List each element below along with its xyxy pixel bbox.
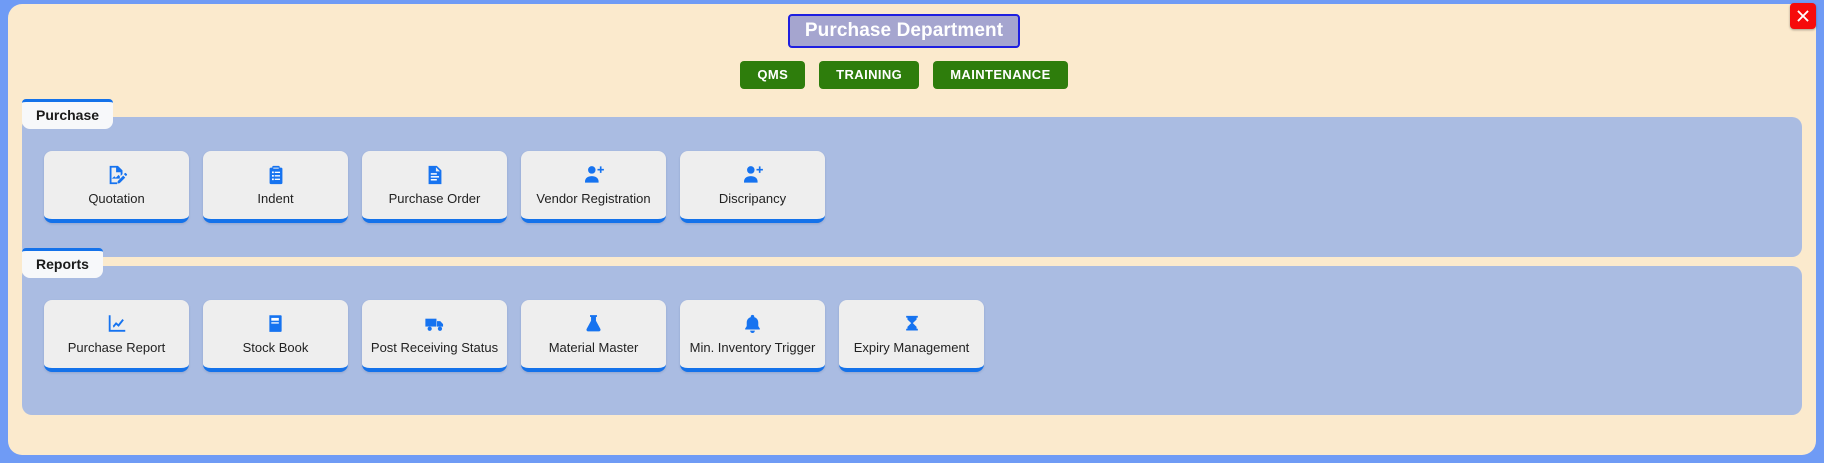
- close-button[interactable]: [1790, 3, 1816, 29]
- user-add-icon: [742, 164, 764, 186]
- hourglass-icon: [901, 313, 923, 335]
- document-text-icon: [424, 164, 446, 186]
- document-edit-icon: [106, 164, 128, 186]
- nav-button-maintenance[interactable]: MAINTENANCE: [933, 61, 1068, 90]
- book-icon: [265, 313, 287, 335]
- tile-label: Min. Inventory Trigger: [689, 339, 816, 355]
- tile-post-receiving-status[interactable]: Post Receiving Status: [362, 300, 507, 372]
- tile-discripancy[interactable]: Discripancy: [680, 151, 825, 223]
- nav-button-group: QMS TRAINING MAINTENANCE: [0, 61, 1808, 90]
- bell-icon: [742, 313, 764, 335]
- tile-row-purchase: Quotation Indent Purchase Order Vendor Regi…: [44, 151, 825, 223]
- chart-line-icon: [106, 313, 128, 335]
- tile-label: Indent: [257, 190, 294, 206]
- nav-button-training[interactable]: TRAINING: [819, 61, 920, 90]
- tile-purchase-order[interactable]: Purchase Order: [362, 151, 507, 223]
- nav-button-qms[interactable]: QMS: [740, 61, 806, 90]
- tile-label: Material Master: [548, 339, 639, 355]
- section-purchase: Purchase Quotation Indent Purchase Order Ve…: [22, 99, 1802, 257]
- flask-icon: [583, 313, 605, 335]
- tile-label: Purchase Order: [388, 190, 481, 206]
- clipboard-list-icon: [265, 164, 287, 186]
- tile-label: Discripancy: [718, 190, 787, 206]
- tile-expiry-management[interactable]: Expiry Management: [839, 300, 984, 372]
- tile-label: Quotation: [88, 190, 145, 206]
- section-tab-purchase[interactable]: Purchase: [22, 99, 114, 129]
- tile-vendor-registration[interactable]: Vendor Registration: [521, 151, 666, 223]
- section-tab-reports[interactable]: Reports: [22, 248, 103, 278]
- user-add-icon: [583, 164, 605, 186]
- tile-label: Post Receiving Status: [370, 339, 499, 355]
- tile-indent[interactable]: Indent: [203, 151, 348, 223]
- tile-quotation[interactable]: Quotation: [44, 151, 189, 223]
- tile-purchase-report[interactable]: Purchase Report: [44, 300, 189, 372]
- tile-min-inventory-trigger[interactable]: Min. Inventory Trigger: [680, 300, 825, 372]
- page-title: Purchase Department: [787, 14, 1021, 48]
- tile-material-master[interactable]: Material Master: [521, 300, 666, 372]
- truck-icon: [424, 313, 446, 335]
- tile-label: Expiry Management: [853, 339, 970, 355]
- tile-stock-book[interactable]: Stock Book: [203, 300, 348, 372]
- header: Purchase Department QMS TRAINING MAINTENAN…: [0, 14, 1808, 90]
- tile-label: Purchase Report: [67, 339, 166, 355]
- close-icon: [1795, 8, 1811, 24]
- section-reports: Reports Purchase Report Stock Book Post Re…: [22, 248, 1802, 415]
- tile-row-reports: Purchase Report Stock Book Post Receiving …: [44, 300, 984, 372]
- tile-label: Vendor Registration: [536, 190, 651, 206]
- tile-label: Stock Book: [242, 339, 309, 355]
